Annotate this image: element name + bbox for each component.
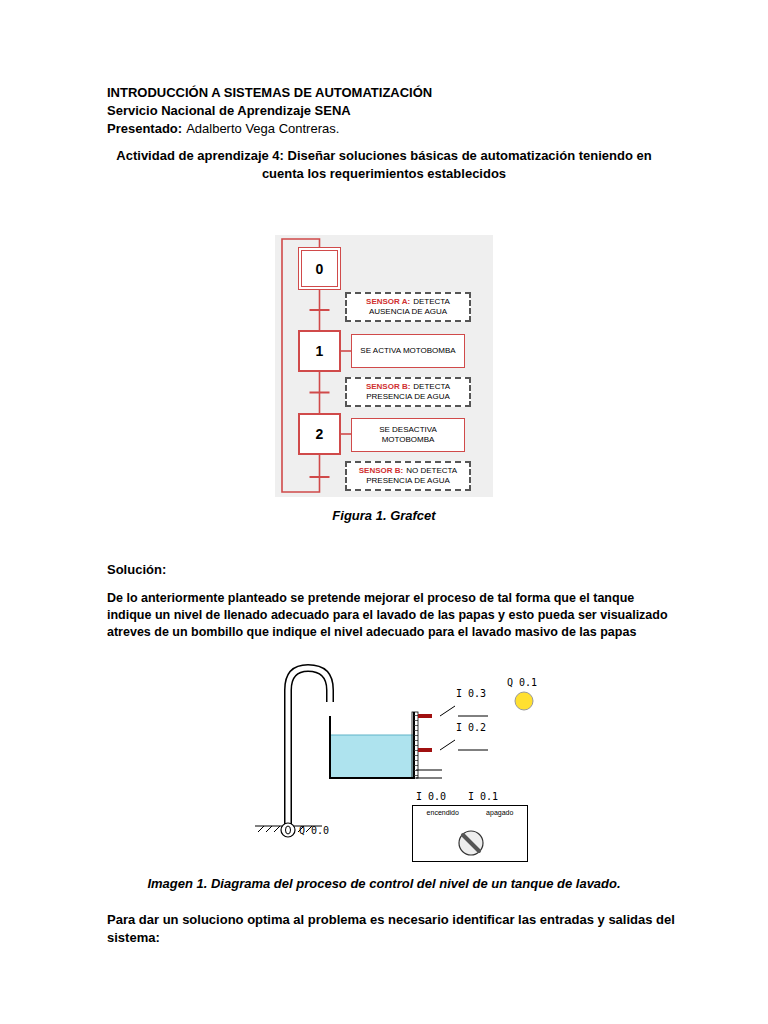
selector-switch: encendido apagado — [412, 805, 528, 862]
level-ruler — [412, 712, 418, 778]
tank — [330, 712, 414, 778]
figure-ground — [275, 235, 493, 497]
node-text: SE DESACTIVA MOTOBOMBA — [360, 425, 456, 445]
signal-name: I 0.2 — [456, 722, 486, 734]
node-text: 2 — [316, 426, 324, 442]
pump-symbol — [281, 823, 295, 837]
author-key: Presentado: — [107, 120, 182, 138]
water — [331, 735, 413, 777]
transition-bar — [310, 392, 330, 394]
action-box: SE ACTIVA MOTOBOMBA — [351, 334, 465, 368]
contact-symbol — [440, 740, 488, 750]
transition-note: SENSOR A:DETECTA AUSENCIA DE AGUA — [345, 292, 471, 322]
initial-step: 0 — [298, 247, 341, 290]
contact-symbol — [440, 706, 488, 716]
document-title: INTRODUCCIÓN A SISTEMAS DE AUTOMATIZACIÓ… — [107, 84, 432, 102]
level-sensor — [418, 714, 432, 718]
activity-heading: Actividad de aprendizaje 4: Diseñar solu… — [100, 147, 668, 183]
node-text: 1 — [316, 343, 324, 359]
action-box: SE DESACTIVA MOTOBOMBA — [351, 418, 465, 452]
transition-note: SENSOR B:NO DETECTA PRESENCIA DE AGUA — [345, 461, 471, 491]
node-text: encendido — [427, 809, 459, 816]
signal-name: I 0.1 — [468, 791, 498, 803]
institution: Servicio Nacional de Aprendizaje SENA — [107, 102, 351, 120]
step-box: 2 — [298, 413, 341, 455]
author-name: Adalberto Vega Contreras. — [186, 120, 339, 138]
sequence-line — [341, 433, 351, 435]
signal-name: Q 0.0 — [299, 825, 329, 837]
sensor-name: SENSOR B: — [359, 466, 403, 475]
signal-name: Q 0.1 — [507, 677, 537, 689]
node-text: SE ACTIVA MOTOBOMBA — [360, 346, 455, 356]
figure-caption: Imagen 1. Diagrama del proceso de contro… — [60, 875, 708, 893]
step-box: 1 — [298, 330, 341, 372]
lamp — [515, 692, 533, 710]
faucet-pipe — [288, 668, 330, 824]
figure-caption: Figura 1. Grafcet — [100, 507, 668, 525]
outlet-pipe — [416, 770, 442, 778]
water-surface — [331, 735, 413, 736]
closing-sentence: Para dar un soluciono optima al problema… — [107, 911, 707, 947]
paragraph: De lo anteriormente planteado se pretend… — [107, 590, 668, 641]
node-text: apagado — [486, 809, 513, 816]
signal-name: I 0.3 — [456, 688, 486, 700]
transition-bar — [310, 476, 330, 478]
signal-name: I 0.0 — [416, 791, 446, 803]
transition-note: SENSOR B:DETECTA PRESENCIA DE AGUA — [345, 377, 471, 407]
sensor-name: SENSOR B: — [366, 382, 410, 391]
sequence-line — [341, 350, 351, 352]
transition-bar — [310, 309, 330, 311]
sensor-name: SENSOR A: — [366, 297, 410, 306]
node-text: 0 — [316, 261, 324, 277]
section-heading: Solución: — [107, 561, 166, 579]
level-sensor — [418, 748, 432, 752]
